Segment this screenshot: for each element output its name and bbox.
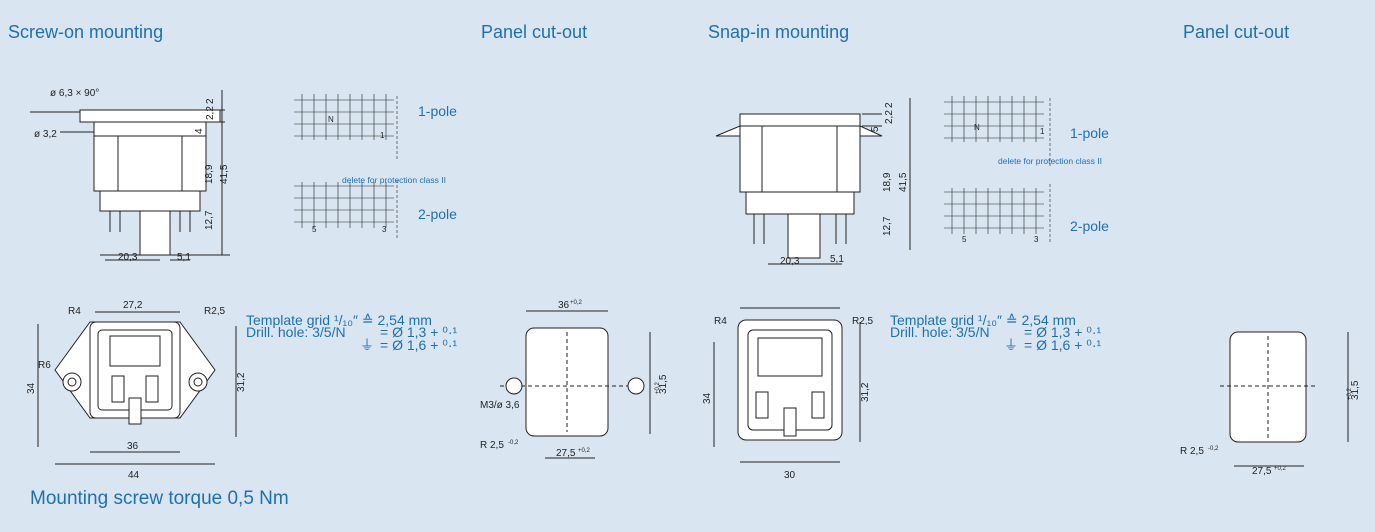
template-grid-note-snap: Template grid ¹/₁₀″ ≙ 2,54 mm: [890, 312, 1076, 328]
snap-grid-pin-3: 3: [1034, 235, 1039, 244]
delete-note-snap: delete for protection class II: [998, 156, 1102, 166]
mounting-torque-note: Mounting screw torque 0,5 Nm: [30, 488, 289, 509]
template-grid-note-screw: Template grid ¹/₁₀″ ≙ 2,54 mm: [246, 312, 432, 328]
cutout1-width-36-tol: +0,2: [570, 300, 583, 306]
screw-on-mounting-heading: Screw-on mounting: [8, 22, 164, 42]
dim-36: 36: [127, 441, 139, 452]
pole-label-1-snap: 1-pole: [1070, 125, 1109, 141]
cutout2-radius: R 2,5: [1180, 446, 1204, 457]
dim-31-2: 31,2: [236, 372, 247, 392]
snap-dim-20-3: 20,3: [780, 256, 800, 267]
dim-41-5: 41,5: [219, 164, 230, 184]
panel-cutout-drawing-2: 31,5 +0,2 R 2,5 -0,2 27,5 +0,2: [1180, 331, 1361, 477]
snap-dim-30: 30: [784, 470, 796, 481]
snap-in-mounting-heading: Snap-in mounting: [708, 22, 850, 42]
cutout1-radius-tol: -0,2: [508, 440, 519, 446]
earth-hole-value-screw: = Ø 1,6 + ⁰·¹: [380, 337, 458, 353]
dim-5-1: 5,1: [177, 252, 191, 263]
grid-n-label: N: [328, 115, 334, 124]
snap-dim-18-9: 18,9: [882, 172, 893, 192]
pole-label-1-screw: 1-pole: [418, 103, 457, 119]
earth-symbol-snap: ⏚: [1004, 337, 1018, 353]
grid-pin-1: 1: [380, 131, 385, 140]
snap-in-side-view-drawing: 2 2,2 5 18,9 41,5 12,7 20,3 5,1: [715, 98, 911, 267]
dim-27-2: 27,2: [123, 300, 143, 311]
grid-pin-5: 5: [312, 225, 317, 234]
drill-hole-label-snap: Drill. hole: 3/5/N: [890, 324, 990, 340]
cutout2-width-27-5: 27,5: [1252, 466, 1272, 477]
cutout2-height-31-5: 31,5: [1350, 380, 1361, 400]
drill-hole-value-screw: = Ø 1,3 + ⁰·¹: [380, 324, 458, 340]
panel-cutout-heading-1: Panel cut-out: [481, 22, 588, 42]
cutout2-height-tol: +0,2: [1347, 387, 1353, 400]
cutout1-height-31-5: 31,5: [658, 374, 669, 394]
cutout1-height-tol: +0,2: [655, 381, 661, 394]
cutout1-radius: R 2,5: [480, 440, 504, 451]
countersink-dimension: ø 6,3 × 90°: [50, 88, 99, 99]
panel-cutout-heading-2: Panel cut-out: [1183, 22, 1290, 42]
snap-dim-2: 2: [884, 102, 895, 108]
snap-dim-5-1: 5,1: [830, 254, 844, 265]
dim-20-3: 20,3: [118, 252, 138, 263]
radius-r2-5: R2,5: [204, 306, 226, 317]
delete-note-screw: delete for protection class II: [342, 175, 446, 185]
dim-4: 4: [194, 128, 205, 134]
panel-cutout-drawing-1: 36 +0,2 31,5 +0,2 M3/ø 3,6 R 2,5 -0,2 27…: [480, 300, 669, 459]
radius-r6: R6: [38, 360, 51, 371]
hole-dimension: ø 3,2: [34, 129, 57, 140]
dim-2: 2: [205, 98, 216, 104]
cutout1-width-27-5: 27,5: [556, 448, 576, 459]
screw-on-side-view-drawing: ø 6,3 × 90° ø 3,2 2 2,2 4 18,9 41,5 12,7…: [30, 88, 230, 263]
snap-radius-r4: R4: [714, 316, 727, 327]
snap-grid-pin-1: 1: [1040, 127, 1045, 136]
pole-label-2-snap: 2-pole: [1070, 218, 1109, 234]
screw-on-front-view-drawing: 27,2 R4 R2,5 R6 34 31,2 36 44: [26, 300, 247, 481]
grid-pin-3: 3: [382, 225, 387, 234]
snap-dim-31-2: 31,2: [860, 382, 871, 402]
dim-44: 44: [128, 470, 140, 481]
snap-dim-12-7: 12,7: [882, 216, 893, 236]
pole-label-2-screw: 2-pole: [418, 206, 457, 222]
drill-hole-label-screw: Drill. hole: 3/5/N: [246, 324, 346, 340]
dim-12-7: 12,7: [204, 210, 215, 230]
radius-r4: R4: [68, 306, 81, 317]
template-grid-screw: N 1 3 5: [294, 94, 398, 239]
template-grid-snap: N 1 3 5: [944, 96, 1051, 244]
snap-dim-5: 5: [870, 126, 881, 132]
snap-dim-41-5: 41,5: [898, 172, 909, 192]
snap-radius-r2-5: R2,5: [852, 316, 874, 327]
cutout2-radius-tol: -0,2: [1208, 446, 1219, 452]
snap-dim-2-2: 2,2: [884, 110, 895, 124]
drill-hole-value-snap: = Ø 1,3 + ⁰·¹: [1024, 324, 1102, 340]
dim-2-2: 2,2: [205, 106, 216, 120]
snap-grid-pin-5: 5: [962, 235, 967, 244]
snap-dim-34: 34: [702, 392, 713, 404]
snap-in-front-view-drawing: R4 R2,5 34 31,2 30: [702, 307, 874, 481]
cutout2-width-tol: +0,2: [1274, 466, 1287, 472]
cutout1-m3-hole: M3/ø 3,6: [480, 400, 520, 411]
cutout1-width-36: 36: [558, 300, 570, 311]
cutout1-width-27-5-tol: +0,2: [578, 448, 591, 454]
dim-18-9: 18,9: [204, 164, 215, 184]
snap-grid-n-label: N: [974, 123, 980, 132]
earth-symbol-screw: ⏚: [360, 337, 374, 353]
earth-hole-value-snap: = Ø 1,6 + ⁰·¹: [1024, 337, 1102, 353]
dim-34: 34: [26, 382, 37, 394]
